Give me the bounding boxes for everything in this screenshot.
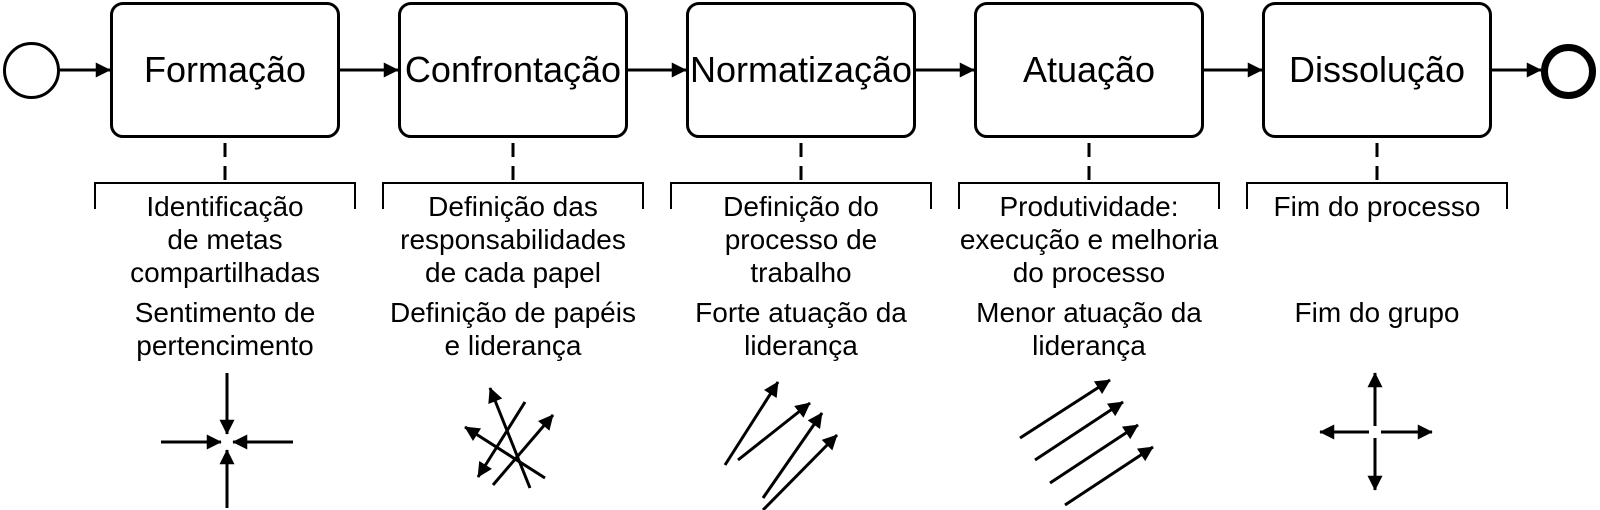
annotation-bracket: [382, 182, 644, 209]
annotation-primary: Definição das responsabilidades de cada …: [400, 191, 626, 288]
stage-box-confrontacao: Confrontação: [398, 2, 628, 138]
diverging-arrows-icon: [1319, 372, 1433, 491]
stage-box-dissolucao: Dissolução: [1262, 2, 1492, 138]
stage-label: Dissolução: [1288, 49, 1466, 90]
annotation-bracket: [670, 182, 932, 209]
stage-label: Atuação: [1022, 49, 1156, 90]
annotation-primary: Definição do processo de trabalho: [723, 191, 879, 288]
annotation-bracket: [958, 182, 1220, 209]
annotation-secondary: Forte atuação da liderança: [695, 297, 907, 361]
converging-arrows-icon: [161, 373, 293, 508]
stage-label: Formação: [143, 49, 307, 90]
annotation-primary: Produtividade: execução e melhoria do pr…: [959, 191, 1219, 288]
annotation-bracket: [1246, 182, 1508, 209]
annotation-secondary: Sentimento de pertencimento: [134, 297, 316, 361]
annotation-connectors: [223, 143, 1379, 182]
annotation-primary: Fim do processo: [1273, 191, 1481, 222]
annotation-secondary: Definição de papéis e liderança: [390, 297, 636, 361]
crossing-arrows-icon: [464, 387, 555, 489]
parallel-arrows-icon: [1019, 378, 1154, 507]
aligned-arrows-icon: [723, 381, 839, 510]
stage-box-normatizacao: Normatização: [686, 2, 916, 138]
stage-box-formacao: Formação: [110, 2, 340, 138]
annotation-primary: Identificação de metas compartilhadas: [130, 191, 320, 288]
stage-box-atuacao: Atuação: [974, 2, 1204, 138]
annotation-secondary: Fim do grupo: [1294, 297, 1460, 328]
start-event-circle: [3, 42, 60, 99]
end-event-circle: [1541, 44, 1596, 99]
stage-label: Normatização: [689, 49, 913, 90]
annotation-bracket: [94, 182, 356, 209]
annotation-secondary: Menor atuação da liderança: [976, 297, 1202, 361]
stage-label: Confrontação: [404, 49, 622, 90]
